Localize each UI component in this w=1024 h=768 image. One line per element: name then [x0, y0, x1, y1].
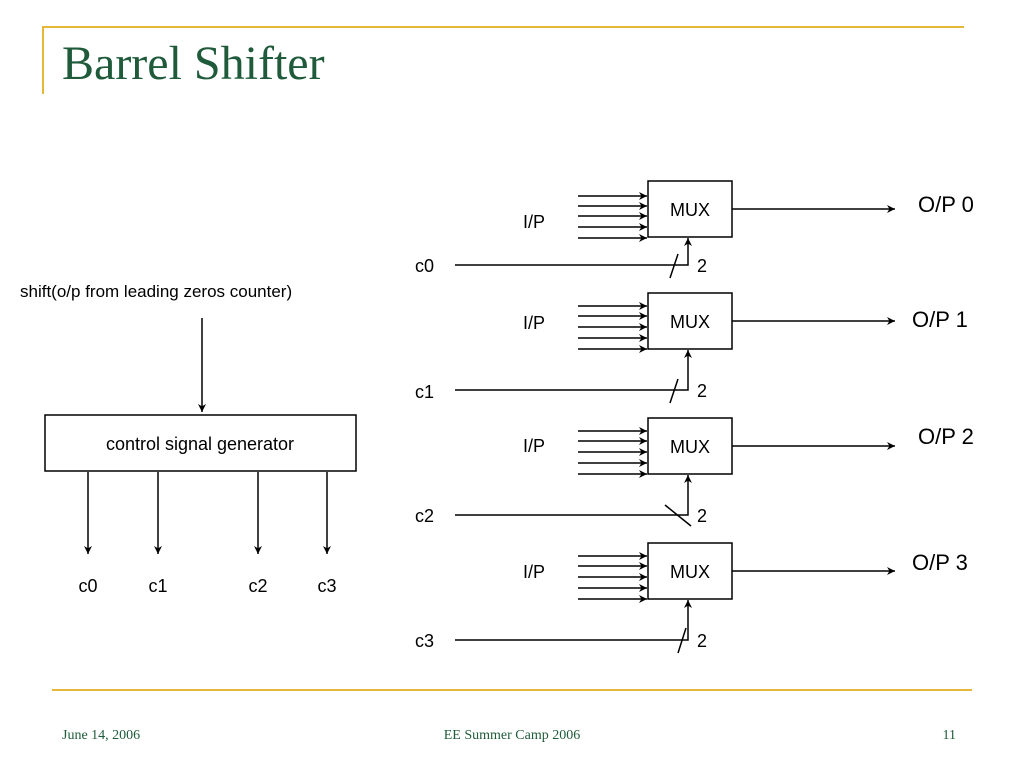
mux-input-lines [578, 552, 647, 603]
select-width-label: 2 [697, 631, 707, 651]
select-width-label: 2 [697, 381, 707, 401]
select-line [455, 475, 692, 516]
bus-width-slash [669, 253, 679, 279]
control-signal-label: c0 [415, 256, 434, 276]
select-line [455, 600, 692, 641]
mux-block-0: I/P MUX O/P 0 c0 2 [415, 180, 974, 279]
generator-output-label-c2: c2 [248, 576, 267, 596]
mux-input-lines [578, 192, 647, 242]
footer-divider [52, 689, 972, 691]
mux-label: MUX [670, 200, 710, 220]
mux-input-lines [578, 427, 647, 478]
mux-input-label: I/P [523, 313, 545, 333]
select-line [455, 238, 692, 266]
mux-box [647, 417, 733, 475]
footer-event: EE Summer Camp 2006 [443, 728, 581, 743]
mux-block-3: I/P MUX O/P 3 c3 2 [415, 542, 968, 654]
mux-input-label: I/P [523, 436, 545, 456]
mux-block-2: I/P MUX O/P 2 c2 2 [415, 417, 974, 527]
slide-title: Barrel Shifter [62, 37, 325, 90]
mux-box [647, 542, 733, 600]
control-signal-label: c2 [415, 506, 434, 526]
generator-output-label-c3: c3 [317, 576, 336, 596]
control-signal-generator-box [44, 414, 357, 472]
select-line [455, 350, 692, 391]
mux-label: MUX [670, 562, 710, 582]
mux-label: MUX [670, 312, 710, 332]
mux-label: MUX [670, 437, 710, 457]
mux-output-label: O/P 1 [912, 307, 968, 332]
mux-input-lines [578, 302, 647, 353]
mux-block-1: I/P MUX O/P 1 c1 2 [415, 292, 968, 404]
generator-output-label-c0: c0 [78, 576, 97, 596]
select-width-label: 2 [697, 256, 707, 276]
control-signal-label: c3 [415, 631, 434, 651]
shift-input-label: shift(o/p from leading zeros counter) [20, 282, 292, 301]
control-generator-section: shift(o/p from leading zeros counter) co… [20, 282, 357, 596]
mux-output-label: O/P 3 [912, 550, 968, 575]
mux-box [647, 292, 733, 350]
bus-width-slash [664, 504, 692, 527]
title-frame [42, 26, 964, 94]
bus-width-slash [669, 378, 679, 404]
mux-input-label: I/P [523, 562, 545, 582]
footer-page-number: 11 [942, 728, 956, 743]
mux-output-label: O/P 0 [918, 192, 974, 217]
control-signal-label: c1 [415, 382, 434, 402]
mux-input-label: I/P [523, 212, 545, 232]
mux-output-label: O/P 2 [918, 424, 974, 449]
bus-width-slash [677, 627, 687, 654]
control-signal-generator-label: control signal generator [106, 434, 294, 454]
select-width-label: 2 [697, 506, 707, 526]
generator-output-label-c1: c1 [148, 576, 167, 596]
footer-date: June 14, 2006 [62, 728, 141, 743]
